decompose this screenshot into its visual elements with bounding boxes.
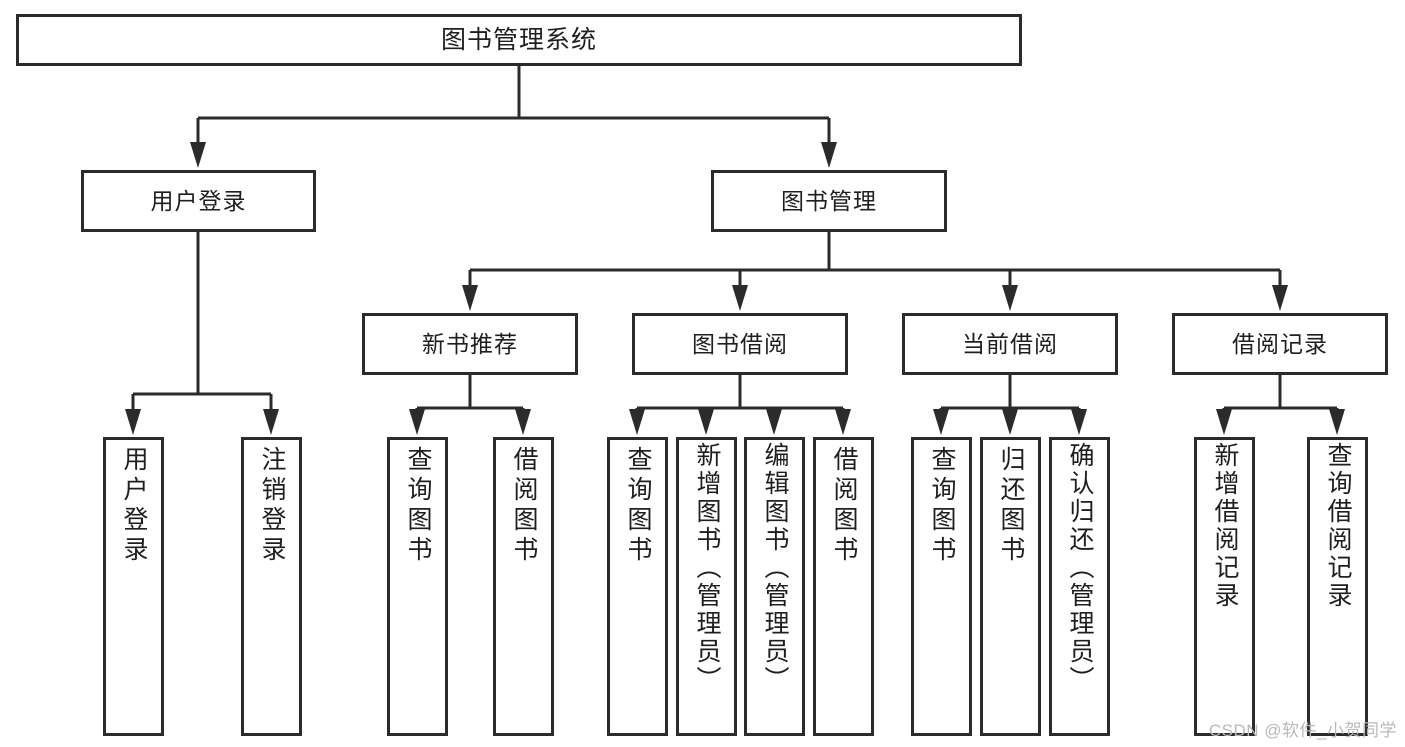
leaf-current-return-book[interactable]: 归还图书: [980, 437, 1041, 736]
arrow-borrow-to-leaf3: [766, 409, 782, 435]
arrow-userlogin-to-leaf2: [263, 409, 279, 435]
leaf-borrow-borrow-book-label: 借阅图书: [830, 446, 858, 566]
node-new-book-recommend[interactable]: 新书推荐: [362, 313, 578, 375]
node-book-borrow-label: 图书借阅: [692, 330, 788, 357]
node-user-login[interactable]: 用户登录: [81, 170, 316, 232]
leaf-record-add-record[interactable]: 新增借阅记录: [1194, 437, 1255, 736]
node-borrow-record[interactable]: 借阅记录: [1172, 313, 1388, 375]
leaf-user-login-login[interactable]: 用户登录: [103, 437, 164, 736]
leaf-user-login-login-label: 用户登录: [120, 446, 148, 566]
arrow-record-to-leaf2: [1329, 409, 1345, 435]
node-root-system-label: 图书管理系统: [440, 25, 597, 54]
arrow-root-to-userlogin: [190, 142, 206, 168]
node-book-management-label: 图书管理: [781, 187, 877, 214]
node-user-login-label: 用户登录: [150, 187, 247, 214]
arrow-borrow-to-leaf2: [698, 409, 714, 435]
arrow-borrow-to-leaf1: [629, 409, 645, 435]
node-current-borrow-label: 当前借阅: [962, 330, 1058, 357]
leaf-current-query-book-label: 查询图书: [928, 446, 956, 566]
csdn-watermark: CSDN @软件_小贺同学: [1208, 721, 1397, 740]
leaf-current-return-book-label: 归还图书: [997, 446, 1025, 566]
arrow-bookmgmt-to-l3d: [1272, 285, 1288, 311]
leaf-new-book-query[interactable]: 查询图书: [387, 437, 448, 736]
node-borrow-record-label: 借阅记录: [1232, 330, 1328, 357]
arrow-userlogin-to-leaf1: [125, 409, 141, 435]
leaf-current-query-book[interactable]: 查询图书: [911, 437, 972, 736]
arrow-bookmgmt-to-l3b: [732, 285, 748, 311]
arrow-bookmgmt-to-l3c: [1002, 285, 1018, 311]
node-current-borrow[interactable]: 当前借阅: [902, 313, 1118, 375]
node-new-book-recommend-label: 新书推荐: [422, 330, 518, 357]
arrow-current-to-leaf1: [933, 409, 949, 435]
leaf-borrow-add-book-admin-label: 新增图书（管理员）: [693, 442, 721, 694]
leaf-new-book-borrow[interactable]: 借阅图书: [493, 437, 554, 736]
leaf-current-confirm-return-admin[interactable]: 确认归还（管理员）: [1049, 437, 1110, 736]
leaf-borrow-add-book-admin[interactable]: 新增图书（管理员）: [676, 437, 737, 736]
arrow-record-to-leaf1: [1216, 409, 1232, 435]
arrow-current-to-leaf3: [1071, 409, 1087, 435]
arrow-bookmgmt-to-l3a: [462, 285, 478, 311]
leaf-record-query-record[interactable]: 查询借阅记录: [1307, 437, 1368, 736]
leaf-record-query-record-label: 查询借阅记录: [1324, 442, 1352, 610]
leaf-record-add-record-label: 新增借阅记录: [1211, 442, 1239, 610]
arrow-root-to-bookmgmt: [821, 142, 837, 168]
leaf-user-login-logout[interactable]: 注销登录: [241, 437, 302, 736]
leaf-borrow-query-book[interactable]: 查询图书: [607, 437, 668, 736]
leaf-user-login-logout-label: 注销登录: [258, 446, 286, 566]
arrow-borrow-to-leaf4: [835, 409, 851, 435]
leaf-borrow-edit-book-admin-label: 编辑图书（管理员）: [761, 442, 789, 694]
leaf-new-book-borrow-label: 借阅图书: [510, 446, 538, 566]
node-book-borrow[interactable]: 图书借阅: [632, 313, 848, 375]
arrow-newbook-to-leaf2: [515, 409, 531, 435]
leaf-new-book-query-label: 查询图书: [404, 446, 432, 566]
leaf-borrow-edit-book-admin[interactable]: 编辑图书（管理员）: [744, 437, 805, 736]
leaf-borrow-borrow-book[interactable]: 借阅图书: [813, 437, 874, 736]
arrow-current-to-leaf2: [1002, 409, 1018, 435]
node-book-management[interactable]: 图书管理: [711, 170, 947, 232]
node-root-system[interactable]: 图书管理系统: [16, 14, 1022, 66]
leaf-borrow-query-book-label: 查询图书: [624, 446, 652, 566]
arrow-newbook-to-leaf1: [409, 409, 425, 435]
leaf-current-confirm-return-admin-label: 确认归还（管理员）: [1066, 442, 1094, 694]
